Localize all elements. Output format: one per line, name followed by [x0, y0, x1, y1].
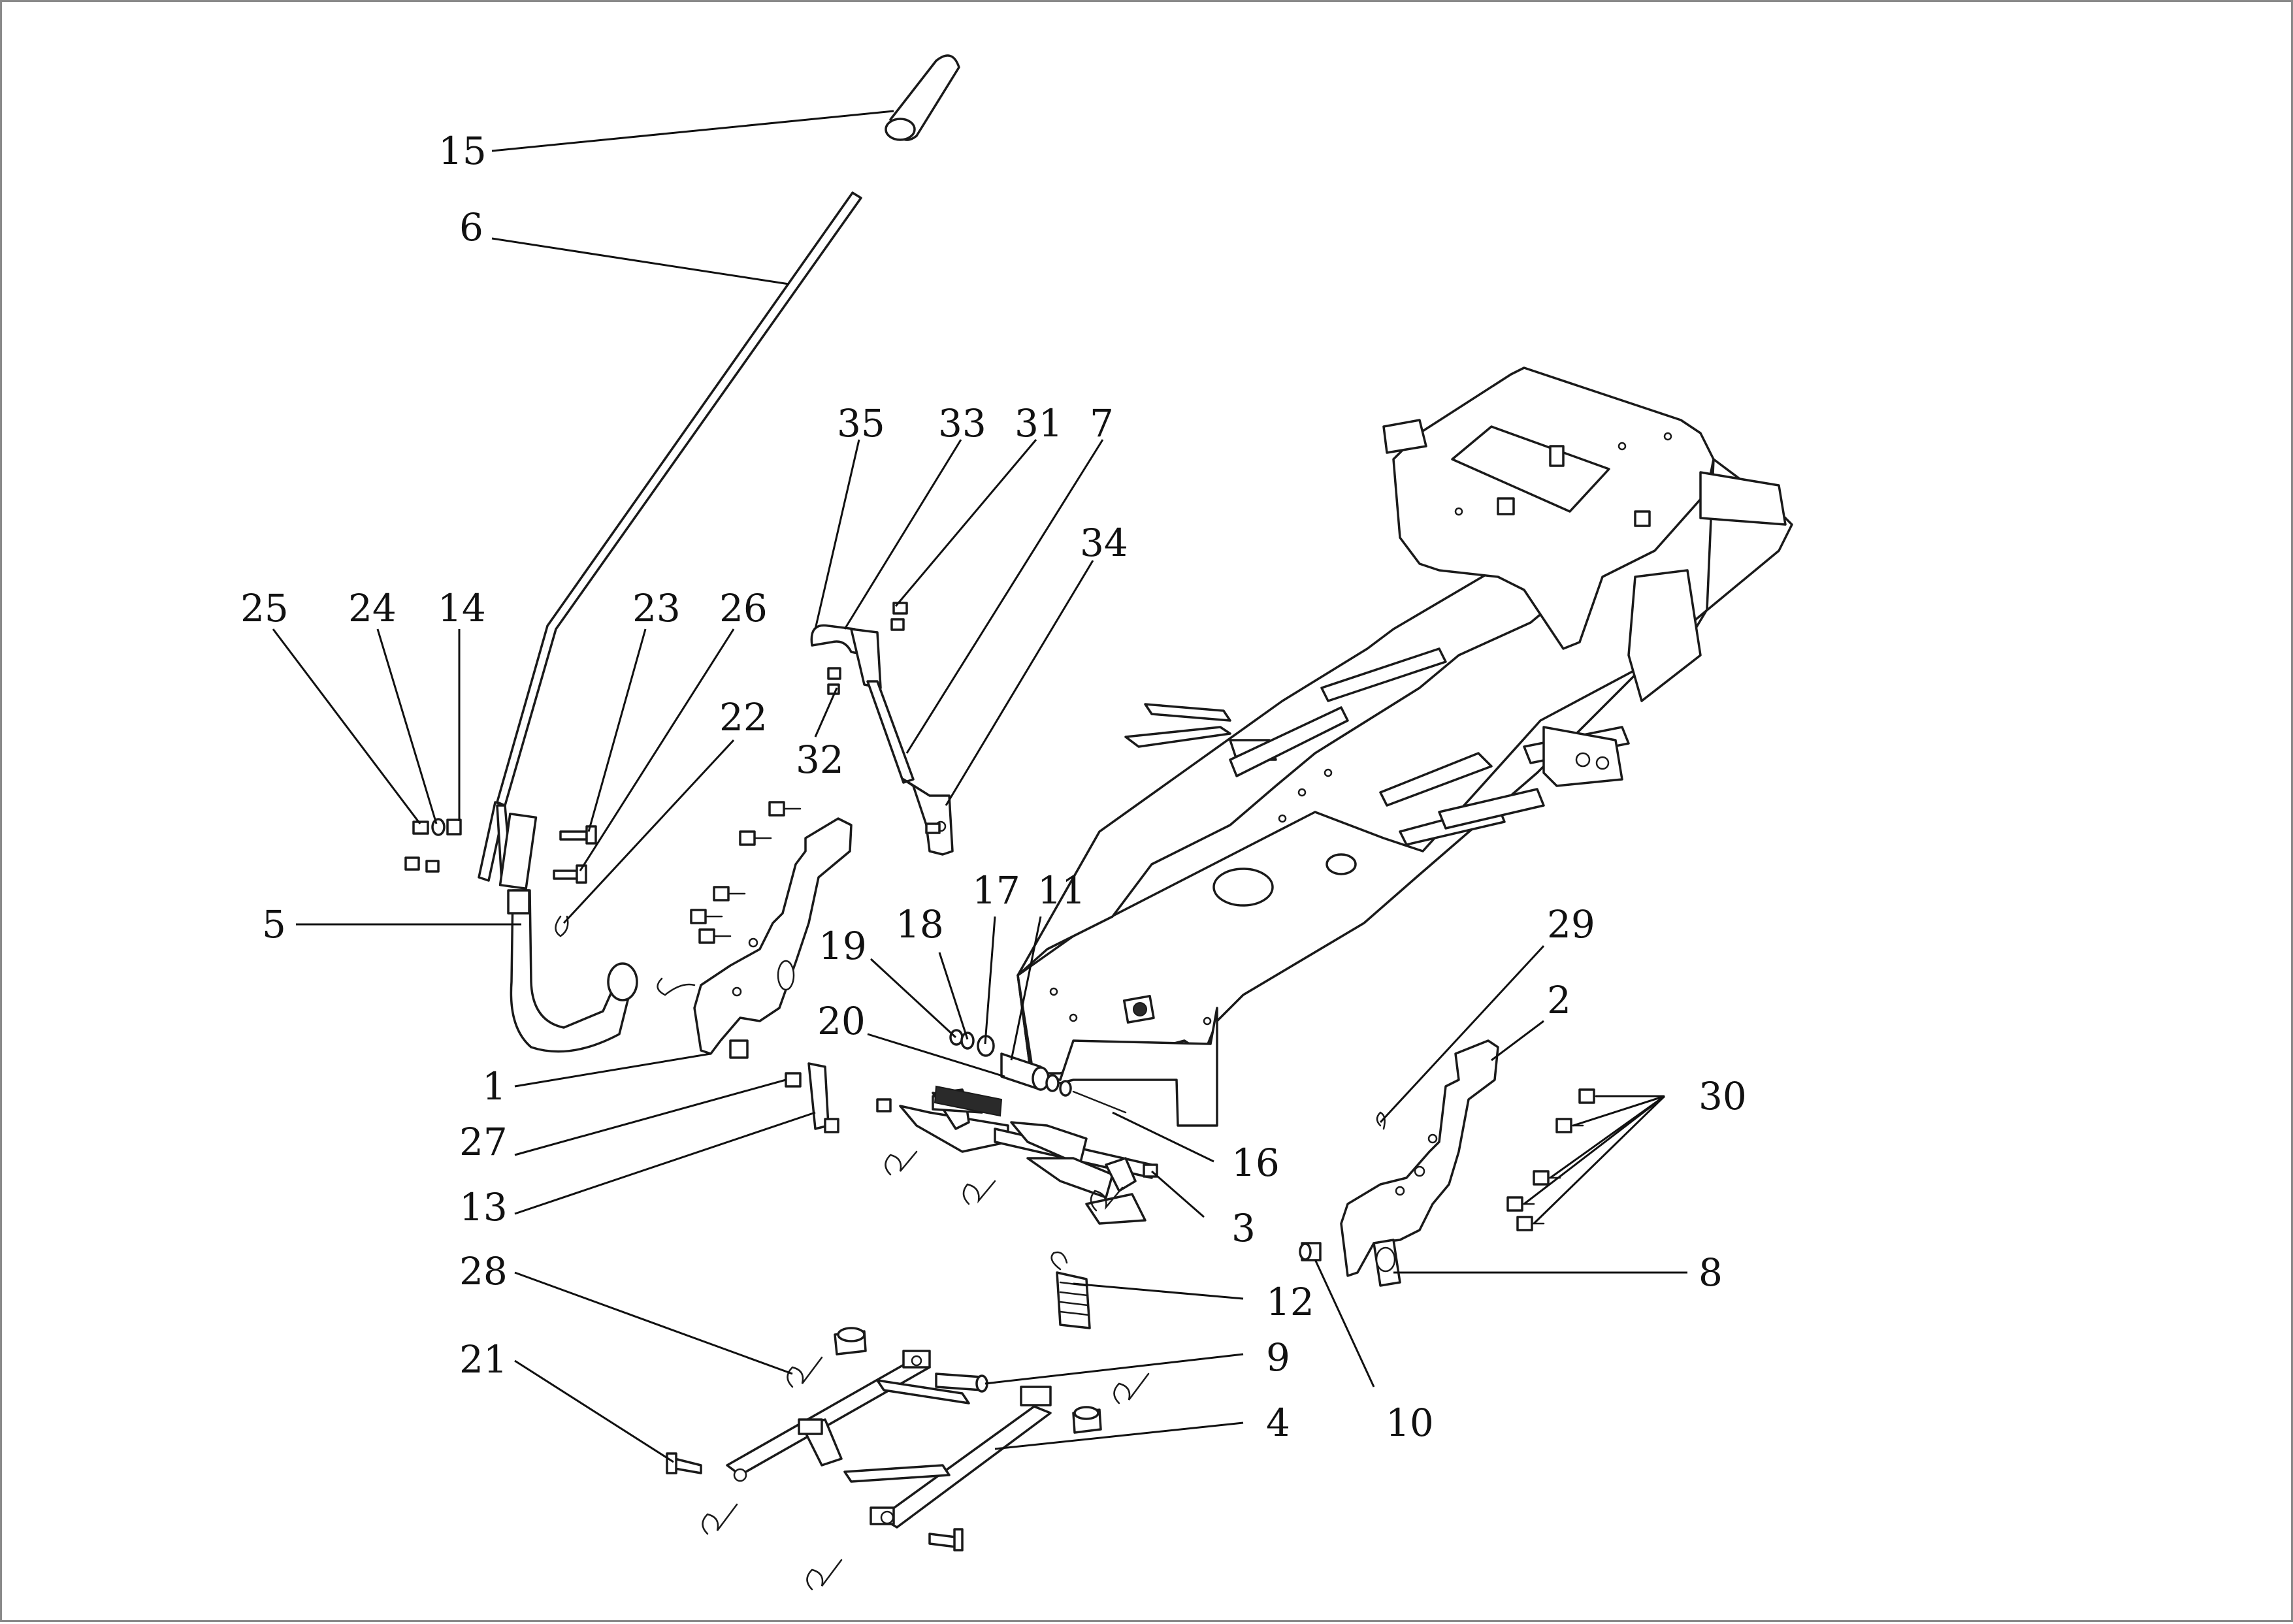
leader-3	[1151, 1170, 1205, 1218]
part-7-pedal-assembly	[810, 602, 954, 856]
leader-17	[984, 916, 996, 1045]
part-12-spring	[1050, 1251, 1091, 1329]
callout-label: 16	[1231, 1141, 1280, 1185]
callout-label: 30	[1699, 1074, 1747, 1118]
callout-label: 34	[1080, 521, 1128, 565]
part-10-pin	[1299, 1242, 1322, 1261]
leader-19	[870, 958, 957, 1039]
leader-30e	[1533, 1095, 1666, 1225]
callout-label: 18	[896, 902, 944, 947]
callout-label: 25	[240, 586, 289, 630]
callout-label: 13	[459, 1185, 508, 1229]
leader-7	[905, 439, 1104, 754]
callout-label: 1	[482, 1064, 506, 1109]
leader-9	[984, 1353, 1244, 1385]
callout-label: 6	[459, 205, 483, 250]
callout-label: 24	[348, 586, 397, 630]
leader-1	[514, 1052, 711, 1088]
leader-29	[1379, 945, 1545, 1124]
leader-25	[272, 628, 421, 824]
leader-15	[491, 110, 894, 152]
callout-label: 31	[1015, 401, 1063, 446]
part-25-24-14-nuts	[404, 818, 462, 873]
callout-label: 19	[819, 924, 867, 968]
leader-31	[894, 439, 1037, 607]
part-15-grip	[885, 54, 960, 141]
callout-label: 20	[817, 999, 866, 1043]
frame-chassis	[1016, 366, 1793, 1127]
leader-32	[814, 687, 838, 738]
part-13-link	[785, 1062, 839, 1133]
callout-labels: 15 6 35 33 31 7 34 25 24 14 23 26 22 32 …	[240, 129, 1747, 1445]
callout-label: 27	[459, 1120, 508, 1164]
callout-label: 26	[719, 586, 768, 630]
leader-10	[1314, 1259, 1375, 1388]
part-2-bracket-plate	[1340, 1039, 1499, 1287]
callout-label: 23	[632, 586, 681, 630]
part-20-pivot-assembly	[949, 1029, 1127, 1114]
callout-label: 11	[1037, 868, 1086, 913]
leader-4	[994, 1421, 1244, 1450]
callout-label: 32	[796, 738, 844, 782]
part-23-26-bolts	[553, 825, 597, 884]
leader-16	[1112, 1111, 1214, 1163]
callout-label: 33	[938, 401, 986, 446]
part-1-bracket-plate	[657, 817, 853, 1055]
part-29-pin	[1376, 1111, 1386, 1130]
callout-label: 28	[459, 1249, 508, 1293]
leader-24	[376, 628, 438, 824]
leader-26	[579, 628, 735, 871]
callout-label: 9	[1266, 1335, 1290, 1380]
callout-label: 10	[1386, 1401, 1434, 1445]
callout-label: 15	[438, 129, 487, 173]
leader-22	[562, 739, 735, 924]
callout-label: 7	[1090, 401, 1114, 446]
callout-label: 17	[972, 868, 1020, 913]
callout-label: 21	[459, 1337, 508, 1382]
part-30-bolts	[1506, 1088, 1607, 1231]
leader-12	[1073, 1282, 1244, 1300]
leader-13	[514, 1111, 816, 1215]
leader-20	[867, 1033, 1005, 1078]
callout-label: 2	[1547, 978, 1571, 1022]
part-9-pin	[935, 1372, 988, 1393]
part-5-bent-lever	[507, 889, 638, 1053]
callout-label: 8	[1699, 1250, 1723, 1295]
leader-34	[945, 560, 1094, 806]
callout-label: 35	[837, 401, 885, 446]
leader-28	[514, 1271, 793, 1375]
leader-6	[491, 237, 790, 285]
part-3-cross-shaft	[876, 1085, 1158, 1225]
leader-30d	[1523, 1095, 1665, 1205]
callout-label: 4	[1266, 1401, 1290, 1445]
callout-label: 22	[719, 695, 768, 739]
hairpin-clips	[702, 1356, 1150, 1591]
leader-2	[1491, 1020, 1544, 1062]
callout-label: 29	[1547, 902, 1595, 947]
leader-33	[843, 439, 962, 630]
part-21-pin	[666, 1452, 702, 1474]
leader-lines	[272, 110, 1687, 1463]
callout-label: 5	[262, 902, 286, 947]
leader-11	[1010, 916, 1042, 1061]
callout-label: 12	[1266, 1280, 1314, 1324]
leader-30b	[1572, 1095, 1665, 1127]
part-4-lower-linkage	[726, 1327, 1102, 1529]
leader-27	[514, 1079, 787, 1156]
callout-label: 3	[1231, 1206, 1256, 1250]
part-6-handle-tube	[478, 191, 862, 890]
leader-18	[938, 952, 969, 1040]
callout-label: 14	[438, 586, 486, 630]
leader-35	[814, 439, 860, 630]
part-22-clip	[555, 915, 569, 937]
leader-23	[587, 628, 647, 832]
leader-21	[514, 1359, 674, 1463]
bracket-bolts	[690, 801, 802, 1059]
